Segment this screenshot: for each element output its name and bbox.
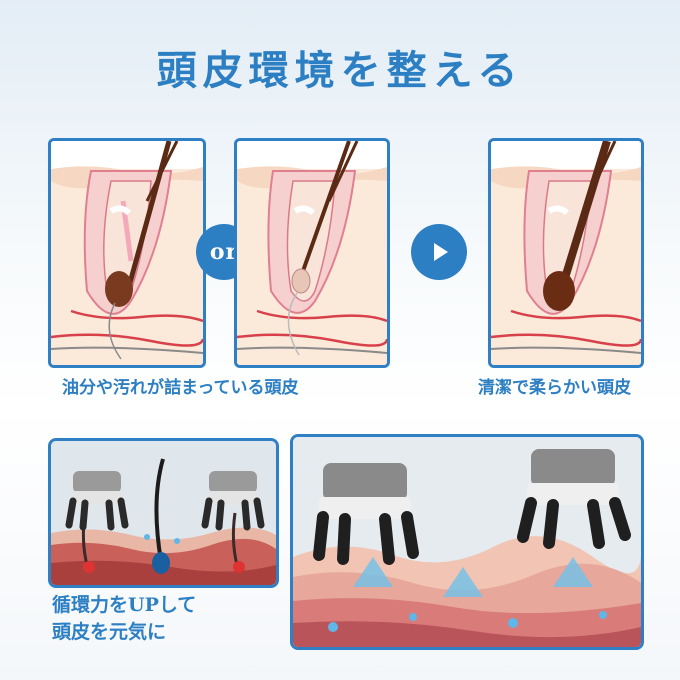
page-title: 頭皮環境を整える: [156, 47, 524, 94]
caption-oily-scalp: 油分や汚れが詰まっている頭皮: [62, 378, 299, 398]
caption-clean-scalp: 清潔で柔らかい頭皮: [478, 378, 631, 398]
scalp-illustration-oily: [48, 138, 206, 368]
scalp-illustration-clean: [488, 138, 644, 368]
scalp-illustration-dirty: [234, 138, 390, 368]
massage-device-photo-large: [290, 434, 644, 650]
or-label: or: [209, 239, 239, 265]
caption-circulation: 循環力をUPして 頭皮を元気に: [52, 592, 196, 646]
caption-circulation-line2: 頭皮を元気に: [52, 621, 167, 643]
play-arrow-icon: [411, 224, 467, 280]
caption-circulation-line1: 循環力をUPして: [52, 594, 197, 616]
massage-device-photo-small: [48, 438, 279, 588]
